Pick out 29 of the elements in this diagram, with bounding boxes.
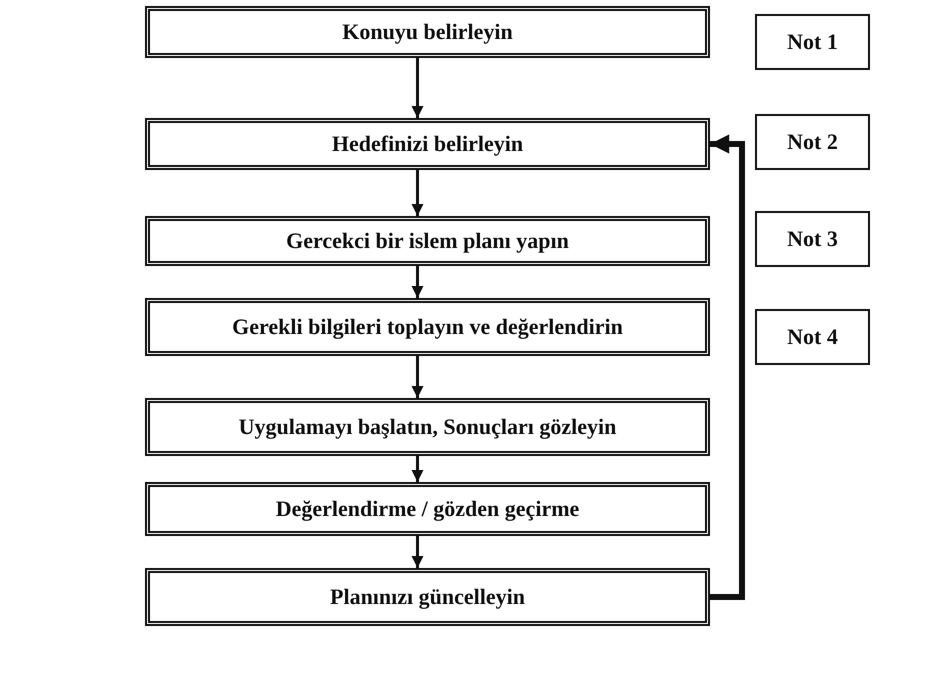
box-label: Gerekli bilgileri toplayın ve değerlendirin — [232, 314, 623, 340]
feedback-arrow — [710, 134, 745, 600]
process-box — [145, 6, 710, 58]
box-label: Not 2 — [787, 129, 838, 155]
process-box — [145, 568, 710, 626]
note-box — [755, 211, 870, 267]
note-box — [755, 309, 870, 365]
box-label: Not 1 — [787, 29, 838, 55]
box-label: Hedefinizi belirleyin — [332, 131, 524, 157]
arrow — [412, 356, 424, 398]
box-label: Planınızı güncelleyin — [330, 584, 525, 610]
process-box — [145, 216, 710, 266]
box-label: Değerlendirme / gözden geçirme — [276, 496, 580, 522]
arrow — [412, 266, 424, 298]
note-box — [755, 14, 870, 70]
box-label: Not 4 — [787, 324, 838, 350]
box-label: Gercekci bir islem planı yapın — [286, 228, 569, 254]
process-box — [145, 482, 710, 536]
arrow — [412, 170, 424, 216]
process-box — [145, 398, 710, 456]
process-box — [145, 118, 710, 170]
box-label: Uygulamayı başlatın, Sonuçları gözleyin — [238, 414, 616, 440]
arrow — [412, 456, 424, 482]
box-label: Not 3 — [787, 226, 838, 252]
note-box — [755, 114, 870, 170]
process-box — [145, 298, 710, 356]
arrow — [412, 536, 424, 568]
arrow — [412, 58, 424, 118]
box-label: Konuyu belirleyin — [342, 19, 513, 45]
